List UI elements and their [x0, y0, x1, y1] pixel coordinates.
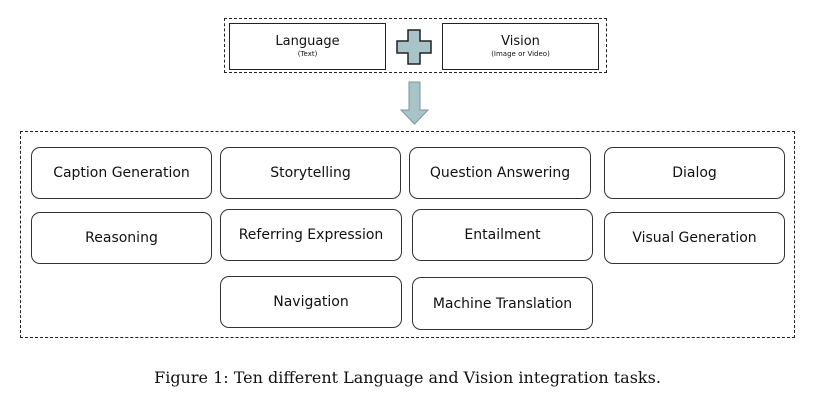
plus-icon	[396, 29, 432, 65]
task-visual-generation: Visual Generation	[604, 212, 785, 264]
tasks-group	[20, 131, 795, 338]
task-entailment: Entailment	[412, 209, 593, 261]
figure-caption: Figure 1: Ten different Language and Vis…	[154, 368, 661, 387]
task-machine-translation: Machine Translation	[412, 277, 593, 330]
language-subtitle: (Text)	[297, 50, 318, 58]
task-storytelling: Storytelling	[220, 147, 401, 199]
language-title: Language	[275, 34, 340, 49]
language-box: Language (Text)	[229, 23, 386, 70]
task-question-answering: Question Answering	[409, 147, 591, 199]
task-dialog: Dialog	[604, 147, 785, 199]
task-referring-expression: Referring Expression	[220, 209, 402, 261]
task-caption-generation: Caption Generation	[31, 147, 212, 199]
input-group	[224, 18, 607, 73]
arrow-down-icon	[400, 81, 430, 125]
vision-title: Vision	[501, 34, 540, 49]
task-reasoning: Reasoning	[31, 212, 212, 264]
vision-subtitle: (Image or Video)	[491, 50, 550, 58]
vision-box: Vision (Image or Video)	[442, 23, 599, 70]
task-navigation: Navigation	[220, 276, 402, 328]
